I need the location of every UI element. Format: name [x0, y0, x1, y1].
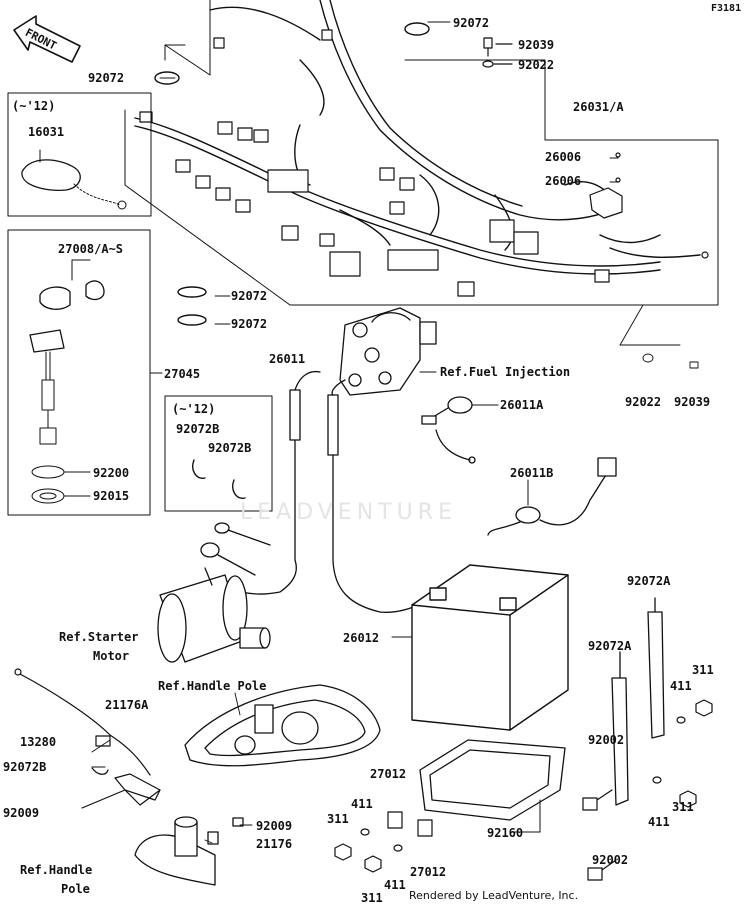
part-label-92160[interactable]: 92160 [487, 826, 524, 840]
part-label-92200[interactable]: 92200 [93, 466, 130, 480]
part-label-92002[interactable]: 92002 [592, 853, 629, 867]
ref-handle-pole[interactable]: Pole [61, 882, 90, 896]
figure-code: F3181 [711, 3, 742, 14]
hardware-icons [334, 699, 713, 881]
part-label-26031A[interactable]: 26031/A [573, 100, 624, 114]
front-arrow-icon [13, 15, 81, 63]
part-label-21176[interactable]: 21176 [256, 837, 293, 851]
part-label-92072[interactable]: 92072 [231, 317, 268, 331]
part-label-26011[interactable]: 26011 [269, 352, 306, 366]
note-label: (~'12) [12, 99, 56, 113]
part-label-311[interactable]: 311 [692, 663, 714, 677]
part-label-13280[interactable]: 13280 [20, 735, 57, 749]
part-label-92015[interactable]: 92015 [93, 489, 130, 503]
part-label-92022[interactable]: 92022 [625, 395, 662, 409]
handle-pole-cover [184, 684, 381, 767]
part-label-26006[interactable]: 26006 [545, 174, 582, 188]
ignition-box [7, 229, 163, 516]
key-box [7, 92, 152, 217]
part-label-26006[interactable]: 26006 [545, 150, 582, 164]
part-label-27012[interactable]: 27012 [370, 767, 407, 781]
part-label-311[interactable]: 311 [361, 891, 383, 905]
part-label-411[interactable]: 411 [384, 878, 406, 892]
part-label-27045[interactable]: 27045 [164, 367, 201, 381]
note-label: (~'12) [172, 402, 216, 416]
part-label-411[interactable]: 411 [351, 797, 373, 811]
part-label-92002[interactable]: 92002 [588, 733, 625, 747]
part-label-411[interactable]: 411 [648, 815, 670, 829]
ref-starter-motor[interactable]: Motor [93, 649, 130, 663]
part-label-311[interactable]: 311 [327, 812, 349, 826]
part-label-92072A[interactable]: 92072A [588, 639, 632, 653]
part-label-92072B[interactable]: 92072B [208, 441, 252, 455]
battery [391, 564, 569, 731]
part-label-27008[interactable]: 27008/A~S [58, 242, 124, 256]
part-label-92072[interactable]: 92072 [231, 289, 268, 303]
watermark: LEADVENTURE [240, 500, 457, 525]
bolt-icon [482, 37, 513, 68]
sensor-wire [14, 668, 161, 809]
part-label-92009[interactable]: 92009 [3, 806, 40, 820]
part-label-92072A[interactable]: 92072A [627, 574, 671, 588]
part-label-26011A[interactable]: 26011A [500, 398, 544, 412]
part-label-16031[interactable]: 16031 [28, 125, 65, 139]
ref-handle-pole[interactable]: Ref.Handle Pole [158, 679, 267, 693]
part-label-26012[interactable]: 26012 [343, 631, 380, 645]
part-label-92022[interactable]: 92022 [518, 58, 555, 72]
leader-lines [91, 21, 699, 844]
battery-strap [611, 597, 665, 806]
part-label-92072[interactable]: 92072 [453, 16, 490, 30]
ref-starter-motor[interactable]: Ref.Starter [59, 630, 139, 644]
footer-credit: Rendered by LeadVenture, Inc. [409, 889, 579, 902]
harness-box [124, 0, 719, 306]
starter-motor [157, 522, 271, 663]
battery-tray [419, 739, 566, 833]
part-label-26011B[interactable]: 26011B [510, 466, 554, 480]
part-label-411[interactable]: 411 [670, 679, 692, 693]
part-label-92009[interactable]: 92009 [256, 819, 293, 833]
part-label-92039[interactable]: 92039 [674, 395, 711, 409]
part-label-92039[interactable]: 92039 [518, 38, 555, 52]
handle-pole-lower [134, 816, 244, 886]
fuel-injection-relay [339, 307, 437, 396]
relay-bracket [589, 152, 709, 259]
part-label-92072[interactable]: 92072 [88, 71, 125, 85]
part-label-92072B[interactable]: 92072B [176, 422, 220, 436]
battery-cables [214, 370, 456, 613]
clip-icon [154, 22, 430, 326]
harness-connectors [139, 29, 610, 297]
ref-handle-pole[interactable]: Ref.Handle [20, 863, 93, 877]
part-label-311[interactable]: 311 [672, 800, 694, 814]
part-label-27012[interactable]: 27012 [410, 865, 447, 879]
part-label-92072B[interactable]: 92072B [3, 760, 47, 774]
part-label-21176A[interactable]: 21176A [105, 698, 149, 712]
cable-26011A [421, 396, 499, 464]
clip-box [164, 395, 273, 512]
ref-fuel-injection[interactable]: Ref.Fuel Injection [440, 365, 571, 379]
cable-26011B [487, 457, 617, 536]
